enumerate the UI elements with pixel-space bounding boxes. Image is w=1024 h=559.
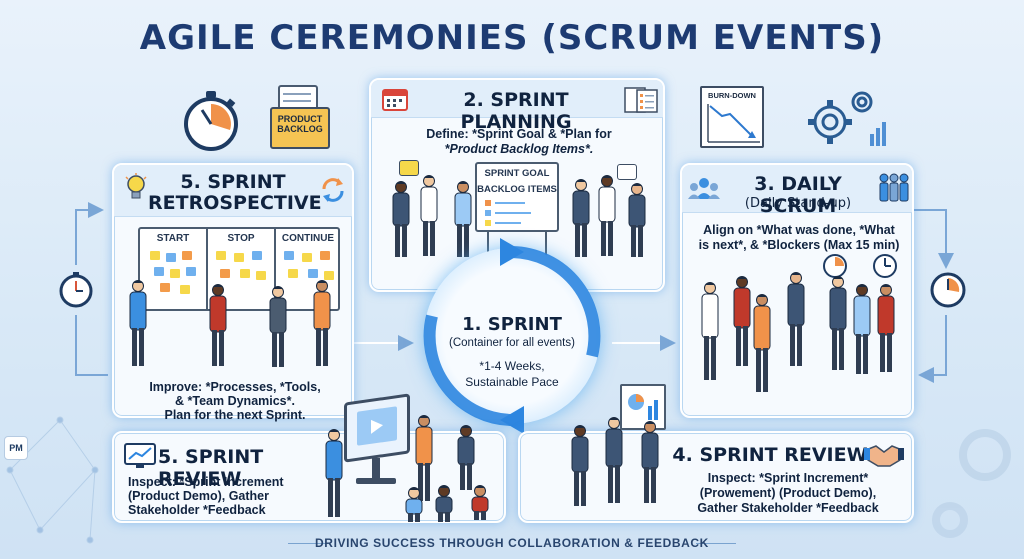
person-figure — [853, 284, 871, 374]
team-icon — [688, 178, 720, 199]
person-figure — [129, 280, 147, 366]
sprint-sub: (Container for all events) — [449, 337, 575, 349]
sprint-review-left-card: 5. SPRINT REVIEW Inspect: *Sprint Increm… — [112, 431, 506, 523]
retro-heading-1: 5. SPRINT — [180, 171, 286, 193]
burndown-chart-icon: BURN-DOWN — [700, 86, 764, 148]
person-figure — [572, 179, 590, 257]
arrow-left-down — [75, 315, 108, 376]
arrow-left-up — [75, 202, 104, 265]
stopwatch-icon — [59, 272, 93, 308]
person-figure — [701, 282, 719, 380]
people-icon — [879, 173, 909, 202]
person-figure — [641, 421, 659, 503]
daily-scrum-text-2: is next*, & *Blockers (Max 15 min) — [698, 238, 900, 252]
footer-rule-left — [288, 543, 328, 544]
speech-bubble-icon — [617, 164, 637, 180]
clock-icon — [930, 272, 966, 308]
retro-col-continue: CONTINUE — [281, 233, 335, 244]
sprint-planning-text-2: *Product Backlog Items*. — [444, 142, 594, 156]
refresh-icon — [322, 178, 344, 202]
person-figure — [269, 286, 287, 367]
person-figure — [877, 284, 895, 372]
sprint-planning-heading: 2. SPRINT PLANNING — [460, 89, 572, 133]
logo: PM — [4, 436, 28, 460]
person-figure — [313, 280, 331, 366]
retro-text-2: & *Team Dynamics*. — [175, 394, 295, 408]
footer-rule-right — [696, 543, 736, 544]
sprint-review-right-text-3: Gather Stakeholder *Feedback — [697, 501, 879, 515]
clock-icon — [823, 254, 847, 278]
person-figure — [457, 425, 475, 490]
handshake-icon — [864, 445, 904, 467]
arrow-right-return — [918, 315, 947, 383]
checklist-icon — [624, 87, 658, 113]
footer-tagline: DRIVING SUCCESS THROUGH COLLABORATION & … — [315, 536, 709, 550]
person-figure — [753, 294, 771, 392]
person-figure — [829, 276, 847, 370]
person-figure — [733, 276, 751, 366]
person-figure — [598, 175, 616, 256]
speech-bubble-icon — [399, 160, 419, 176]
backlog-label-1: PRODUCT — [277, 114, 323, 124]
person-figure — [405, 487, 423, 522]
chart-icon — [124, 443, 156, 468]
person-figure — [435, 485, 453, 522]
board-sprint-goal: SPRINT GOAL — [484, 168, 550, 179]
logo-text: PM — [9, 443, 23, 453]
sprint-review-left-text-3: Stakeholder *Feedback — [128, 503, 266, 517]
retro-col-start: START — [156, 233, 190, 244]
retro-board: START STOP CONTINUE — [138, 227, 340, 311]
person-figure — [392, 181, 410, 257]
lightbulb-icon — [125, 173, 147, 199]
retro-text-1: Improve: *Processes, *Tools, — [149, 380, 321, 394]
review-easel — [620, 384, 666, 430]
gear-icon — [808, 91, 886, 146]
sprint-review-left-heading: 5. SPRINT REVIEW — [158, 446, 264, 490]
sprint-review-right-text-1: Inspect: *Sprint Increment* — [707, 471, 869, 485]
backlog-label-2: BACKLOG — [277, 124, 323, 134]
daily-scrum-card: 3. DAILY SCRUM (Daily Stand-up) Align on… — [680, 163, 914, 418]
sprint-detail-2: Sustainable Pace — [465, 375, 559, 389]
person-figure — [571, 425, 589, 506]
sprint-detail-1: *1-4 Weeks, — [479, 359, 545, 373]
sprint-review-left-text-1: Inspect: *Sprint Increment — [128, 475, 284, 489]
retro-col-stop: STOP — [227, 233, 255, 244]
board-backlog-items: BACKLOG ITEMS — [477, 184, 557, 195]
sprint-retrospective-card: 5. SPRINT RETROSPECTIVE START STOP CONTI… — [112, 163, 354, 422]
retro-heading-2: RETROSPECTIVE — [148, 192, 322, 214]
daily-scrum-heading: 3. DAILY SCRUM — [754, 173, 842, 217]
sprint-review-left-text-2: (Product Demo), Gather — [128, 489, 269, 503]
sprint-planning-text-1: Define: *Sprint Goal & *Plan for — [426, 127, 612, 141]
person-figure — [420, 175, 438, 256]
person-figure — [209, 284, 227, 366]
person-figure — [605, 417, 623, 503]
clock-icon — [873, 254, 897, 278]
daily-scrum-text-1: Align on *What was done, *What — [703, 223, 895, 237]
calendar-icon — [382, 89, 408, 111]
person-figure — [471, 485, 489, 520]
folder-icon: PRODUCT BACKLOG — [270, 85, 330, 151]
demo-screen — [344, 393, 410, 463]
sprint-goal-board: SPRINT GOAL BACKLOG ITEMS — [475, 162, 559, 232]
page-title: AGILE CEREMONIES (SCRUM EVENTS) — [139, 18, 885, 58]
sprint-review-right-text-2: (Prowement) (Product Demo), — [699, 486, 877, 500]
person-figure — [415, 415, 433, 501]
person-figure — [454, 181, 472, 257]
arrow-right-down — [912, 209, 954, 269]
sprint-heading: 1. SPRINT — [462, 314, 562, 335]
daily-scrum-sub: (Daily Stand-up) — [744, 196, 852, 211]
stopwatch-icon — [184, 91, 238, 151]
person-figure — [628, 183, 646, 257]
sprint-cycle-arrows — [423, 238, 601, 434]
sprint-review-right-heading: 4. SPRINT REVIEW — [672, 444, 868, 466]
retro-text-3: Plan for the next Sprint. — [164, 408, 306, 422]
burndown-label: BURN-DOWN — [708, 91, 756, 100]
person-figure — [787, 272, 805, 366]
person-figure — [325, 429, 343, 517]
